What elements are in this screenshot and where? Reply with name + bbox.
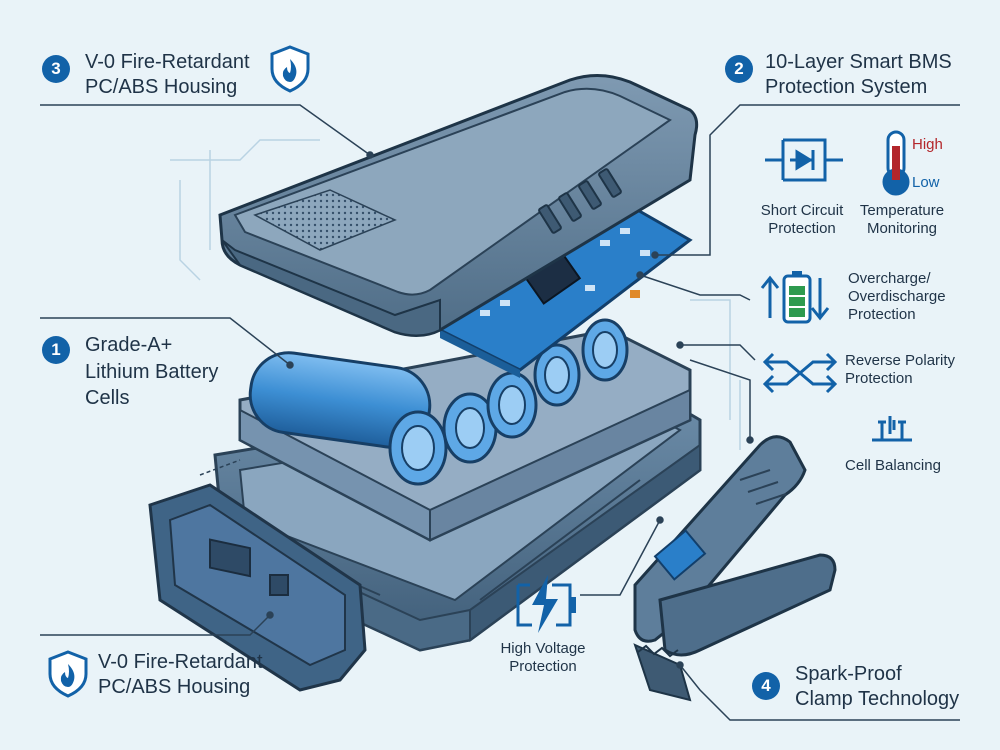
reverse-polarity-icon — [762, 352, 838, 394]
high-voltage-line1: High Voltage — [500, 640, 586, 657]
callout-2-line1: 10-Layer Smart BMS — [765, 51, 952, 73]
thermometer-icon — [882, 130, 910, 196]
housing-bottom-line1: V-0 Fire-Retardant — [98, 651, 263, 673]
callout-1-line1: Grade-A+ — [85, 334, 173, 356]
housing-bottom-line2: PC/ABS Housing — [98, 676, 251, 698]
callout-1-badge: 1 — [42, 336, 70, 364]
short-circuit-line2: Protection — [768, 220, 836, 237]
cell-balancing-line1: Cell Balancing — [845, 457, 941, 474]
shield-flame-icon — [48, 650, 88, 698]
overcharge-line2: Overdischarge — [848, 288, 946, 305]
high-voltage-label: High Voltage Protection — [488, 640, 598, 676]
leader-lines — [40, 104, 960, 721]
callout-1-line3: Cells — [85, 387, 130, 409]
callout-2-line2: Protection System — [765, 76, 928, 98]
shield-flame-icon — [270, 45, 310, 93]
callout-3-badge: 3 — [42, 55, 70, 83]
lightning-battery-icon — [516, 575, 576, 633]
cell-balancing-icon — [872, 416, 912, 442]
callout-1-line2: Lithium Battery — [85, 361, 219, 383]
callout-4-line1: Spark-Proof — [795, 663, 902, 685]
clamp — [633, 435, 837, 702]
high-voltage-line2: Protection — [509, 658, 577, 675]
short-circuit-icon — [765, 138, 843, 182]
short-circuit-label: Short Circuit Protection — [752, 202, 852, 238]
background-lines — [170, 139, 741, 450]
temperature-line2: Monitoring — [866, 220, 938, 237]
battery-cells — [248, 318, 629, 486]
callout-4-line2: Clamp Technology — [795, 688, 960, 710]
overcharge-line1: Overcharge/ — [848, 270, 931, 287]
reverse-polarity-line1: Reverse Polarity — [845, 352, 956, 369]
short-circuit-line1: Short Circuit — [760, 202, 844, 219]
reverse-polarity-label: Reverse Polarity Protection — [845, 352, 955, 388]
end-cap — [148, 483, 367, 692]
battery-charge-icon — [760, 271, 830, 324]
callout-4-badge: 4 — [752, 672, 780, 700]
callout-3-line2: PC/ABS Housing — [85, 76, 238, 98]
top-housing — [218, 74, 699, 337]
overcharge-line3: Protection — [848, 306, 916, 323]
callout-3-line1: V-0 Fire-Retardant — [85, 51, 250, 73]
temperature-label: Temperature Monitoring — [852, 202, 952, 238]
callout-2-badge: 2 — [725, 55, 753, 83]
temperature-low-label: Low — [912, 174, 940, 191]
cell-balancing-label: Cell Balancing — [838, 457, 948, 475]
overcharge-label: Overcharge/ Overdischarge Protection — [848, 270, 946, 324]
temperature-line1: Temperature — [859, 202, 945, 219]
reverse-polarity-line2: Protection — [845, 370, 913, 387]
temperature-high-label: High — [912, 136, 943, 153]
